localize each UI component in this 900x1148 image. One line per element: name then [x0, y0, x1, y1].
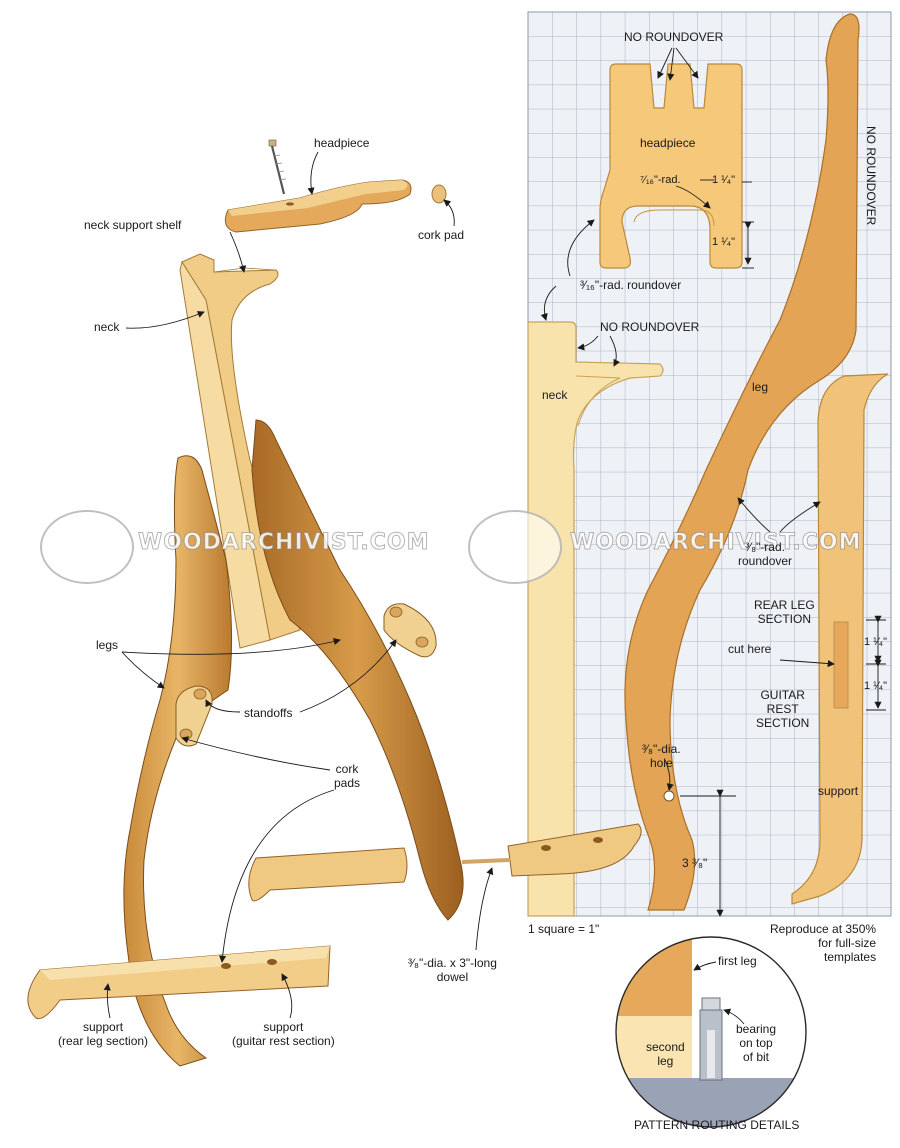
dimension-lines — [675, 179, 886, 917]
label-dowel-line1: ³⁄₈"-dia. x 3"-long — [408, 956, 497, 970]
label-second-leg-line2: leg — [657, 1054, 674, 1068]
dowel-hole — [663, 790, 675, 802]
label-rear-leg-line2: SECTION — [757, 612, 812, 626]
label-guitar-rest-section: GUITAR REST SECTION — [756, 688, 809, 730]
label-standoffs: standoffs — [244, 706, 293, 720]
label-legs: legs — [96, 638, 119, 652]
label-roundover-3-16: ³⁄₁₆"-rad. roundover — [580, 278, 682, 292]
label-support-rear-line1: support — [83, 1020, 124, 1034]
label-no-roundover-neck: NO ROUNDOVER — [600, 320, 700, 334]
label-roundover-3-8-line1: ³⁄₈"-rad. — [745, 540, 785, 554]
label-hole-line2: hole — [649, 756, 673, 770]
label-dim-1-1-4-d: 1 ¹⁄₄" — [864, 680, 888, 692]
label-headpiece-template: headpiece — [640, 136, 696, 150]
label-roundover-3-8: ³⁄₈"-rad. roundover — [738, 540, 792, 568]
label-dim-1-1-4-c: 1 ¹⁄₄" — [864, 636, 888, 648]
cork-pad-part — [431, 184, 447, 204]
watermark-left: WOODARCHIVIST.COM — [137, 530, 430, 556]
screw-icon — [268, 139, 287, 195]
label-cut-here: cut here — [728, 642, 772, 656]
label-reproduce-line1: Reproduce at 350% — [770, 922, 877, 936]
leg-part-front — [123, 455, 233, 1067]
label-bearing-line3: of bit — [743, 1050, 770, 1064]
label-guitar-rest-line1: GUITAR — [760, 688, 805, 702]
saw-blade-logo-left — [40, 510, 134, 584]
label-reproduce-line2: for full-size — [818, 936, 877, 950]
label-hole: ³⁄₈"-dia. hole — [642, 742, 681, 770]
label-bearing-line2: on top — [739, 1036, 773, 1050]
label-cork-pads-line2: pads — [334, 776, 361, 790]
leg-template — [624, 13, 860, 911]
label-dim-1-1-4-a: 1 ¹⁄₄" — [712, 174, 736, 186]
label-guitar-rest-line2: REST — [766, 702, 799, 716]
label-support-guitar: support (guitar rest section) — [232, 1020, 335, 1048]
label-no-roundover-top: NO ROUNDOVER — [624, 30, 724, 44]
label-rear-leg-section: REAR LEG SECTION — [754, 598, 815, 626]
label-bearing-line1: bearing — [736, 1022, 777, 1036]
label-dim-3-3-8: 3 ³⁄₈" — [682, 856, 708, 870]
label-hole-line1: ³⁄₈"-dia. — [642, 742, 681, 756]
label-no-roundover-side: NO ROUNDOVER — [864, 126, 878, 226]
label-neck: neck — [94, 320, 120, 334]
label-second-leg-line1: second — [646, 1040, 685, 1054]
label-support-template: support — [818, 784, 859, 798]
label-dowel: ³⁄₈"-dia. x 3"-long dowel — [408, 956, 497, 984]
leg-part-back — [251, 419, 464, 921]
label-radius-7-16: ⁷⁄₁₆"-rad. — [640, 174, 681, 186]
headpiece-template — [599, 63, 743, 269]
label-support-rear-line2: (rear leg section) — [58, 1034, 149, 1048]
label-roundover-3-8-line2: roundover — [738, 554, 793, 568]
support-rear-part — [27, 945, 331, 1020]
label-headpiece: headpiece — [314, 136, 370, 150]
label-neck-support-shelf: neck support shelf — [84, 218, 182, 232]
label-cork-pads-line1: cork — [335, 762, 359, 776]
label-reproduce-note: Reproduce at 350% for full-size template… — [770, 922, 876, 964]
label-support-guitar-line1: support — [263, 1020, 304, 1034]
label-support-guitar-line2: (guitar rest section) — [232, 1034, 335, 1048]
label-rear-leg-line1: REAR LEG — [754, 598, 815, 612]
label-leg-template: leg — [752, 380, 769, 394]
watermark-right: WOODARCHIVIST.COM — [569, 530, 862, 556]
headpiece-part — [224, 139, 412, 233]
label-dowel-line2: dowel — [436, 970, 469, 984]
label-reproduce-line3: templates — [824, 950, 877, 964]
label-first-leg: first leg — [718, 954, 757, 968]
exploded-leaders — [103, 151, 494, 1019]
label-second-leg: second leg — [646, 1040, 685, 1068]
label-cork-pads: cork pads — [334, 762, 360, 790]
support-guitar-part — [248, 823, 642, 902]
standoff-part — [175, 685, 213, 747]
standoff-part-2 — [383, 603, 437, 658]
neck-template — [527, 321, 664, 917]
label-bearing: bearing on top of bit — [736, 1022, 776, 1064]
dowel-part — [461, 858, 511, 864]
label-neck-template: neck — [542, 388, 568, 402]
label-dim-1-1-4-b: 1 ¹⁄₄" — [712, 236, 736, 248]
label-cork-pad: cork pad — [418, 228, 465, 242]
callout-leaders — [540, 47, 821, 791]
label-support-rear: support (rear leg section) — [58, 1020, 148, 1048]
label-detail-title: PATTERN ROUTING DETAILS — [634, 1118, 800, 1132]
label-scale-note: 1 square = 1" — [528, 922, 600, 936]
label-guitar-rest-line3: SECTION — [756, 716, 810, 730]
saw-blade-logo-right — [468, 510, 562, 584]
